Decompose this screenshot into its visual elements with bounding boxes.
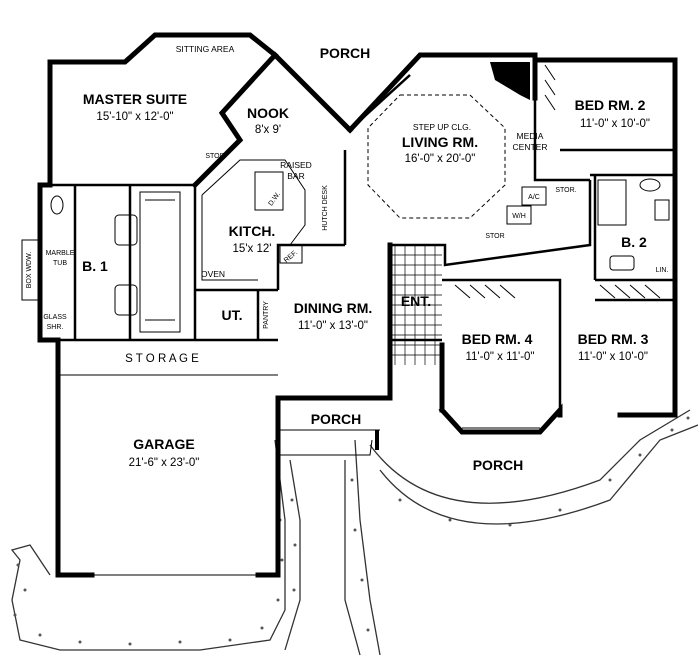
step-up-ceiling-label: STEP UP CLG. [413,122,471,132]
linen-label: LIN. [656,267,669,274]
stor-living-label: STOR [485,233,504,240]
raised-bar-label-2: BAR [287,171,304,181]
master-suite-size: 15'-10" x 12'-0" [96,111,173,123]
oven-label: OVEN [201,269,225,279]
raised-bar-label-1: RAISED [280,160,312,170]
porch-mid-label: PORCH [311,411,362,427]
utility-label: UT. [222,307,243,323]
living-room-size: 16'-0" x 20'-0" [405,153,476,165]
nook-label: NOOK [247,105,289,121]
marble-tub-label-1: MARBLE [46,250,75,257]
garage-label: GARAGE [133,436,194,452]
refrigerator-label: REF. [283,249,299,264]
bath-2-label: B. 2 [621,234,647,250]
bed-room-4-size: 11'-0" x 11'-0" [465,351,534,363]
marble-tub-label-2: TUB [53,260,67,267]
entry-label: ENT. [401,293,431,309]
master-suite-label: MASTER SUITE [83,91,187,107]
pantry-label: PANTRY [263,301,270,329]
water-heater-label: W/H [512,213,526,220]
bed-room-4-label: BED RM. 4 [462,331,533,347]
porch-bottom-label: PORCH [473,457,524,473]
interior-details [21,62,670,576]
ac-label: A/C [528,194,540,201]
box-window-label: BOX WDW. [26,252,33,289]
stor-nook-label: STOR. [205,153,226,160]
stor-right-label: STOR. [555,187,576,194]
bed-room-3-size: 11'-0" x 10'-0" [578,351,648,363]
dining-room-label: DINING RM. [294,300,373,316]
storage-label: S T O R A G E [125,353,199,365]
dishwasher-label: D.W. [268,191,282,207]
media-center-label-1: MEDIA [517,131,544,141]
exterior-walls [37,32,678,578]
bed-room-3-label: BED RM. 3 [578,331,649,347]
media-center-label-2: CENTER [513,142,548,152]
bath-1-label: B. 1 [82,258,108,274]
interior-walls [50,98,675,456]
living-room-label: LIVING RM. [402,134,478,150]
sitting-area-label: SITTING AREA [176,44,235,54]
bed-room-2-label: BED RM. 2 [575,97,646,113]
glass-shower-label-1: GLASS [43,314,67,321]
hutch-desk-label: HUTCH DESK [322,185,329,231]
glass-shower-label-2: SHR. [47,324,64,331]
fixture-labels: STOR. RAISED BAR HUTCH DESK D.W. REF. OV… [26,131,668,331]
nook-size: 8'x 9' [255,124,281,136]
kitchen-label: KITCH. [229,223,276,239]
room-labels: SITTING AREA PORCH MASTER SUITE 15'-10" … [82,44,650,473]
bed-room-2-size: 11'-0" x 10'-0" [580,118,650,130]
porch-top-label: PORCH [320,45,371,61]
dining-room-size: 11'-0" x 13'-0" [298,320,368,332]
kitchen-size: 15'x 12' [233,243,272,255]
landscape-shrubs [10,409,698,656]
garage-size: 21'-6" x 23'-0" [129,457,200,469]
